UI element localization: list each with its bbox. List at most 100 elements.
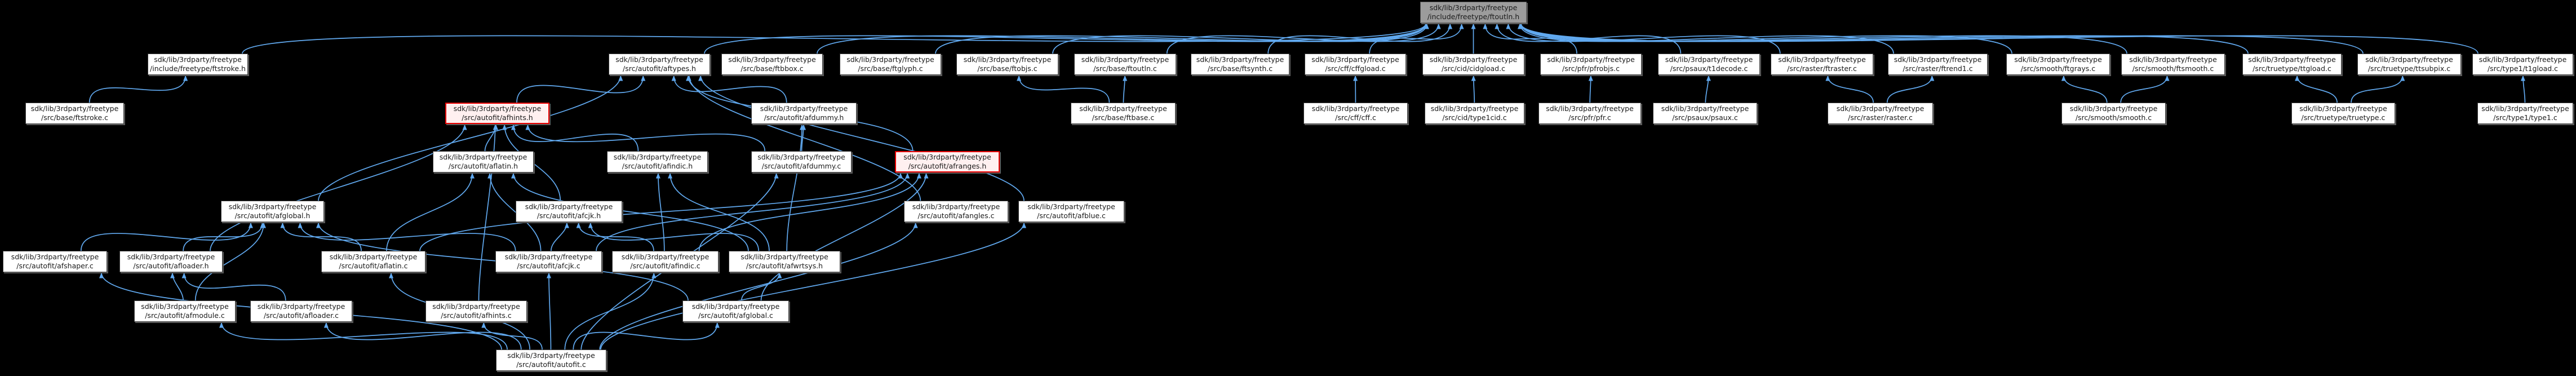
node-label-line1: sdk/lib/3rdparty/freetype: [1196, 55, 1284, 64]
graph-node-ttsubpix-c[interactable]: sdk/lib/3rdparty/freetype/src/truetype/t…: [2357, 54, 2461, 75]
node-label-line2: /src/autofit/afindic.c: [630, 262, 700, 270]
include-edge-autofit-c-to-afcjk-c: [546, 272, 552, 350]
graph-node-type1cid-c[interactable]: sdk/lib/3rdparty/freetype/src/cid/type1c…: [1425, 103, 1524, 124]
include-edge-afhints-c-to-afhints-h: [478, 124, 498, 301]
graph-node-ftsynth-c[interactable]: sdk/lib/3rdparty/freetype/src/base/ftsyn…: [1191, 54, 1289, 75]
node-label-line1: sdk/lib/3rdparty/freetype: [1778, 55, 1866, 64]
graph-node-afmodule-c[interactable]: sdk/lib/3rdparty/freetype/src/autofit/af…: [134, 300, 236, 322]
include-edge-autofit-c-to-afglobal-c: [573, 322, 720, 350]
node-label-line2: /src/autofit/afangles.c: [917, 211, 995, 220]
node-label-line2: /src/autofit/aflatin.c: [339, 262, 408, 270]
graph-node-psaux-c[interactable]: sdk/lib/3rdparty/freetype/src/psaux/psau…: [1653, 103, 1757, 124]
node-label-line2: /src/autofit/afloader.h: [133, 262, 209, 270]
include-edge-ttsubpix-c-to-ftoutln-h: [1519, 23, 2364, 54]
graph-node-ftgrays-c[interactable]: sdk/lib/3rdparty/freetype/src/smooth/ftg…: [2006, 54, 2110, 75]
include-edge-afindic-h-to-afhints-h: [511, 124, 639, 152]
graph-node-ftstroke-c[interactable]: sdk/lib/3rdparty/freetype/src/base/ftstr…: [25, 103, 124, 124]
graph-node-afranges-h[interactable]: sdk/lib/3rdparty/freetype/src/autofit/af…: [895, 151, 1000, 172]
node-label-line1: sdk/lib/3rdparty/freetype: [1430, 104, 1519, 113]
graph-node-aftypes-h[interactable]: sdk/lib/3rdparty/freetype/src/autofit/af…: [609, 54, 710, 75]
node-label-line1: sdk/lib/3rdparty/freetype: [127, 252, 215, 261]
node-label-line2: /src/smooth/ftsmooth.c: [2132, 64, 2214, 73]
graph-node-ftobjs-c[interactable]: sdk/lib/3rdparty/freetype/src/base/ftobj…: [956, 54, 1058, 75]
graph-node-afcjk-h[interactable]: sdk/lib/3rdparty/freetype/src/autofit/af…: [516, 201, 622, 222]
graph-node-ftstroke-h[interactable]: sdk/lib/3rdparty/freetype/include/freety…: [148, 54, 248, 75]
node-label-line2: /src/base/ftoutln.c: [1093, 64, 1157, 73]
graph-node-afangles-c[interactable]: sdk/lib/3rdparty/freetype/src/autofit/af…: [904, 201, 1008, 222]
node-label-line1: sdk/lib/3rdparty/freetype: [525, 202, 613, 211]
node-label-line2: /src/autofit/afwrtsys.h: [746, 262, 823, 270]
graph-node-cff-c[interactable]: sdk/lib/3rdparty/freetype/src/cff/cff.c: [1303, 103, 1408, 124]
graph-node-aflatin-c[interactable]: sdk/lib/3rdparty/freetype/src/autofit/af…: [321, 251, 425, 272]
graph-node-cffgload-c[interactable]: sdk/lib/3rdparty/freetype/src/cff/cffglo…: [1305, 54, 1406, 75]
graph-node-afcjk-c[interactable]: sdk/lib/3rdparty/freetype/src/autofit/af…: [495, 251, 602, 272]
node-label-line1: sdk/lib/3rdparty/freetype: [621, 252, 710, 261]
graph-node-pfr-c[interactable]: sdk/lib/3rdparty/freetype/src/pfr/pfr.c: [1538, 103, 1641, 124]
node-label-line2: /src/smooth/smooth.c: [2075, 113, 2152, 122]
include-edge-raster-c-to-ftraster-c: [1825, 75, 1874, 103]
graph-node-cidgload-c[interactable]: sdk/lib/3rdparty/freetype/src/cid/cidglo…: [1422, 54, 1524, 75]
node-label-line2: /src/autofit/afdummy.h: [764, 113, 844, 122]
node-label-line2: /src/autofit/afdummy.c: [761, 162, 841, 170]
graph-node-afblue-c[interactable]: sdk/lib/3rdparty/freetype/src/autofit/af…: [1018, 201, 1124, 222]
include-edge-ftstroke-c-to-ftstroke-h: [88, 75, 188, 103]
graph-node-smooth-c[interactable]: sdk/lib/3rdparty/freetype/src/smooth/smo…: [2061, 103, 2166, 124]
graph-node-aflatin-h[interactable]: sdk/lib/3rdparty/freetype/src/autofit/af…: [433, 151, 534, 172]
graph-node-ftbase-c[interactable]: sdk/lib/3rdparty/freetype/src/base/ftbas…: [1071, 103, 1176, 124]
graph-node-type1-c[interactable]: sdk/lib/3rdparty/freetype/src/type1/type…: [2477, 103, 2573, 124]
graph-node-ftbbox-c[interactable]: sdk/lib/3rdparty/freetype/src/base/ftbbo…: [721, 54, 823, 75]
node-label-line1: sdk/lib/3rdparty/freetype: [2479, 55, 2567, 64]
node-label-line1: sdk/lib/3rdparty/freetype: [1546, 104, 1634, 113]
graph-node-ttgload-c[interactable]: sdk/lib/3rdparty/freetype/src/truetype/t…: [2242, 54, 2342, 75]
graph-node-t1gload-c[interactable]: sdk/lib/3rdparty/freetype/src/type1/t1gl…: [2472, 54, 2573, 75]
graph-node-afdummy-c[interactable]: sdk/lib/3rdparty/freetype/src/autofit/af…: [751, 151, 852, 172]
graph-node-autofit-c[interactable]: sdk/lib/3rdparty/freetype/src/autofit/au…: [496, 350, 606, 371]
graph-node-afglobal-h[interactable]: sdk/lib/3rdparty/freetype/src/autofit/af…: [221, 201, 324, 222]
graph-node-afhints-h[interactable]: sdk/lib/3rdparty/freetype/src/autofit/af…: [445, 103, 549, 124]
include-edge-ftglyph-c-to-ftoutln-h: [935, 23, 1428, 54]
include-edge-psaux-c-to-t1decode-c: [1705, 75, 1711, 103]
node-label-line1: sdk/lib/3rdparty/freetype: [757, 152, 845, 161]
graph-node-afhints-c[interactable]: sdk/lib/3rdparty/freetype/src/autofit/af…: [425, 300, 527, 322]
node-label-line1: sdk/lib/3rdparty/freetype: [2365, 55, 2453, 64]
node-label-line1: sdk/lib/3rdparty/freetype: [615, 55, 703, 64]
node-label-line1: sdk/lib/3rdparty/freetype: [432, 302, 520, 311]
node-label-line1: sdk/lib/3rdparty/freetype: [903, 152, 991, 161]
graph-node-afindic-c[interactable]: sdk/lib/3rdparty/freetype/src/autofit/af…: [612, 251, 719, 272]
node-label-line1: sdk/lib/3rdparty/freetype: [741, 252, 828, 261]
include-edge-afwrtsys-h-to-afdummy-h: [786, 124, 805, 251]
graph-node-ftraster-c[interactable]: sdk/lib/3rdparty/freetype/src/raster/ftr…: [1771, 54, 1873, 75]
node-label-line1: sdk/lib/3rdparty/freetype: [2014, 55, 2102, 64]
include-edge-afhints-h-to-aftypes-h: [516, 75, 646, 103]
graph-node-afglobal-c[interactable]: sdk/lib/3rdparty/freetype/src/autofit/af…: [682, 300, 789, 322]
graph-node-afindic-h[interactable]: sdk/lib/3rdparty/freetype/src/autofit/af…: [607, 151, 708, 172]
include-edge-afwrtsys-h-to-afcjk-h: [588, 222, 759, 251]
graph-node-afloader-h[interactable]: sdk/lib/3rdparty/freetype/src/autofit/af…: [119, 251, 223, 272]
graph-node-pfrobjs-c[interactable]: sdk/lib/3rdparty/freetype/src/pfr/pfrobj…: [1540, 54, 1642, 75]
node-label-line2: /src/base/ftobjs.c: [977, 64, 1038, 73]
include-edge-afwrtsys-h-to-afindic-h: [668, 172, 770, 251]
graph-node-ftsmooth-c[interactable]: sdk/lib/3rdparty/freetype/src/smooth/fts…: [2121, 54, 2225, 75]
graph-node-afwrtsys-h[interactable]: sdk/lib/3rdparty/freetype/src/autofit/af…: [729, 251, 840, 272]
graph-node-ftrend1-c[interactable]: sdk/lib/3rdparty/freetype/src/raster/ftr…: [1888, 54, 1988, 75]
node-label-line2: /src/pfr/pfr.c: [1568, 113, 1611, 122]
graph-node-ftoutln-h[interactable]: sdk/lib/3rdparty/freetype/include/freety…: [1420, 2, 1527, 23]
graph-node-afshaper-c[interactable]: sdk/lib/3rdparty/freetype/src/autofit/af…: [3, 251, 107, 272]
node-label-line2: /src/autofit/aflatin.h: [448, 162, 518, 170]
node-label-line1: sdk/lib/3rdparty/freetype: [728, 55, 816, 64]
node-label-line2: /src/type1/t1gload.c: [2487, 64, 2559, 73]
include-edge-afloader-c-to-afloader-h: [181, 272, 286, 301]
graph-node-afloader-c[interactable]: sdk/lib/3rdparty/freetype/src/autofit/af…: [250, 300, 352, 322]
graph-node-t1decode-c[interactable]: sdk/lib/3rdparty/freetype/src/psaux/t1de…: [1658, 54, 1760, 75]
node-label-line2: /src/psaux/psaux.c: [1672, 113, 1738, 122]
graph-node-afdummy-h[interactable]: sdk/lib/3rdparty/freetype/src/autofit/af…: [751, 103, 857, 124]
graph-node-raster-c[interactable]: sdk/lib/3rdparty/freetype/src/raster/ras…: [1828, 103, 1933, 124]
graph-node-truetype-c[interactable]: sdk/lib/3rdparty/freetype/src/truetype/t…: [2291, 103, 2395, 124]
graph-node-ftglyph-c[interactable]: sdk/lib/3rdparty/freetype/src/base/ftgly…: [840, 54, 941, 75]
include-edge-type1cid-c-to-cidgload-c: [1471, 75, 1476, 103]
graph-node-ftoutln-c[interactable]: sdk/lib/3rdparty/freetype/src/base/ftout…: [1074, 54, 1176, 75]
node-label-line1: sdk/lib/3rdparty/freetype: [1311, 55, 1399, 64]
node-label-line2: /src/autofit/autofit.c: [516, 360, 586, 369]
